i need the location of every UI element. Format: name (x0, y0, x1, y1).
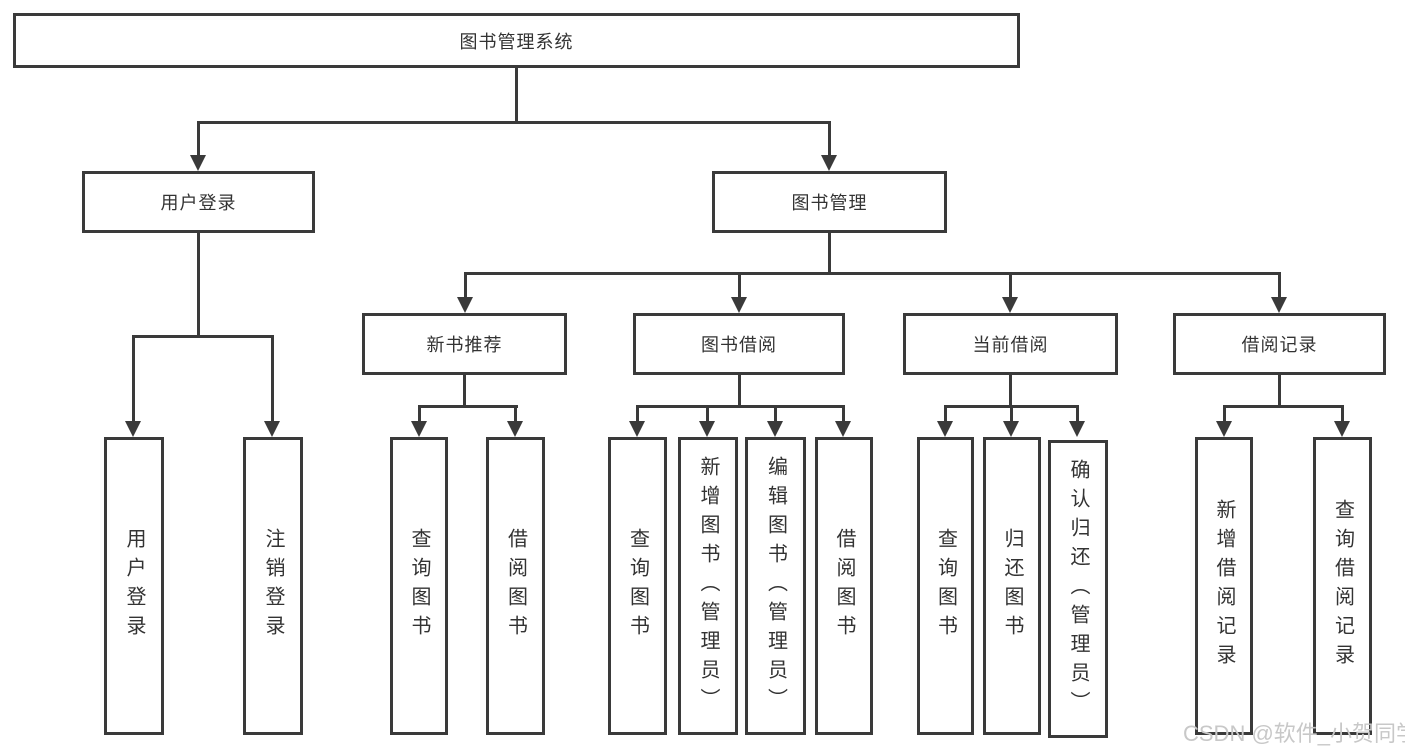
arrowhead-user-login (190, 155, 206, 171)
connector-current-borrow-stem (1009, 375, 1012, 407)
connector-to-book-borrow (738, 272, 741, 299)
connector-leaf (774, 405, 777, 423)
leaf-query-books-borrow: 查询图书 (608, 437, 667, 735)
arrowhead-leaf (411, 421, 427, 437)
leaf-query-books-current: 查询图书 (917, 437, 974, 735)
leaf-query-borrow-record: 查询借阅记录 (1313, 437, 1372, 735)
connector-leaf (514, 405, 517, 423)
arrowhead-new-books (457, 297, 473, 313)
arrowhead-leaf (1003, 421, 1019, 437)
arrowhead-leaf-login (125, 421, 141, 437)
leaf-label: 确认归还（管理员） (1067, 458, 1089, 720)
arrowhead-leaf (937, 421, 953, 437)
leaf-label: 借阅图书 (504, 528, 527, 644)
arrowhead-leaf (629, 421, 645, 437)
leaf-label: 归还图书 (1001, 528, 1023, 644)
node-new-book-recommend: 新书推荐 (362, 313, 567, 375)
leaf-label: 新增借阅记录 (1213, 499, 1235, 673)
node-label: 图书管理系统 (459, 31, 574, 52)
connector-leaf (706, 405, 709, 423)
connector-root-to-user-login (197, 121, 200, 157)
connector-book-borrow-stem (738, 375, 741, 407)
leaf-add-books-admin: 新增图书（管理员） (678, 437, 738, 735)
leaf-add-borrow-record: 新增借阅记录 (1195, 437, 1253, 735)
leaf-label: 查询图书 (408, 528, 430, 644)
csdn-watermark: CSDN @软件_小贺同学 (1183, 721, 1405, 746)
node-borrowing-records: 借阅记录 (1173, 313, 1386, 375)
arrowhead-book-borrow (731, 297, 747, 313)
node-label: 用户登录 (160, 193, 237, 213)
node-current-borrowing: 当前借阅 (903, 313, 1118, 375)
node-user-login: 用户登录 (82, 171, 315, 233)
leaf-label: 用户登录 (123, 528, 145, 644)
arrowhead-leaf (767, 421, 783, 437)
leaf-label: 新增图书（管理员） (697, 455, 719, 717)
arrowhead-leaf (699, 421, 715, 437)
arrowhead-leaf-logout (264, 421, 280, 437)
connector-to-current-borrow (1009, 272, 1012, 299)
connector-leaf (636, 405, 639, 423)
leaf-return-books: 归还图书 (983, 437, 1041, 735)
connector-to-leaf-login (132, 335, 135, 423)
leaf-label: 注销登录 (262, 528, 284, 644)
arrowhead-leaf (835, 421, 851, 437)
connector-book-mgmt-rail (464, 272, 1281, 275)
connector-new-books-stem (463, 375, 466, 407)
leaf-label: 借阅图书 (833, 528, 855, 644)
arrowhead-leaf (507, 421, 523, 437)
connector-to-leaf-logout (271, 335, 274, 423)
connector-leaf (418, 405, 421, 423)
connector-borrow-records-rail (1223, 405, 1344, 408)
connector-borrow-records-stem (1278, 375, 1281, 407)
connector-user-login-rail (132, 335, 274, 338)
node-label: 图书管理 (791, 193, 868, 213)
leaf-label: 编辑图书（管理员） (764, 455, 787, 717)
connector-leaf (842, 405, 845, 423)
leaf-user-login: 用户登录 (104, 437, 164, 735)
node-label: 图书借阅 (701, 335, 777, 355)
leaf-label: 查询图书 (934, 528, 957, 644)
node-book-borrowing: 图书借阅 (633, 313, 845, 375)
connector-root-to-book-mgmt (828, 121, 831, 157)
leaf-borrow-books-recommend: 借阅图书 (486, 437, 545, 735)
arrowhead-borrow-records (1271, 297, 1287, 313)
node-library-management-system: 图书管理系统 (13, 13, 1020, 68)
arrowhead-current-borrow (1002, 297, 1018, 313)
leaf-edit-books-admin: 编辑图书（管理员） (745, 437, 806, 735)
connector-leaf (1223, 405, 1226, 423)
connector-user-login-stem (197, 233, 200, 337)
arrowhead-leaf (1216, 421, 1232, 437)
node-label: 新书推荐 (426, 335, 503, 355)
arrowhead-book-mgmt (821, 155, 837, 171)
connector-root-stem (515, 68, 518, 123)
connector-to-new-books (464, 272, 467, 299)
connector-leaf (1010, 405, 1013, 423)
node-book-management: 图书管理 (712, 171, 947, 233)
connector-leaf (944, 405, 947, 423)
leaf-confirm-return-admin: 确认归还（管理员） (1048, 440, 1108, 738)
connector-new-books-rail (418, 405, 518, 408)
leaf-logout: 注销登录 (243, 437, 303, 735)
connector-leaf (1076, 405, 1079, 423)
connector-root-rail (197, 121, 831, 124)
node-label: 当前借阅 (972, 335, 1049, 355)
connector-book-borrow-rail (636, 405, 845, 408)
connector-leaf (1341, 405, 1344, 423)
leaf-label: 查询借阅记录 (1331, 499, 1354, 673)
node-label: 借阅记录 (1241, 335, 1318, 355)
leaf-borrow-books: 借阅图书 (815, 437, 873, 735)
connector-to-borrow-records (1278, 272, 1281, 299)
arrowhead-leaf (1069, 421, 1085, 437)
leaf-query-books-recommend: 查询图书 (390, 437, 448, 735)
arrowhead-leaf (1334, 421, 1350, 437)
leaf-label: 查询图书 (626, 528, 649, 644)
connector-book-mgmt-stem (828, 233, 831, 274)
